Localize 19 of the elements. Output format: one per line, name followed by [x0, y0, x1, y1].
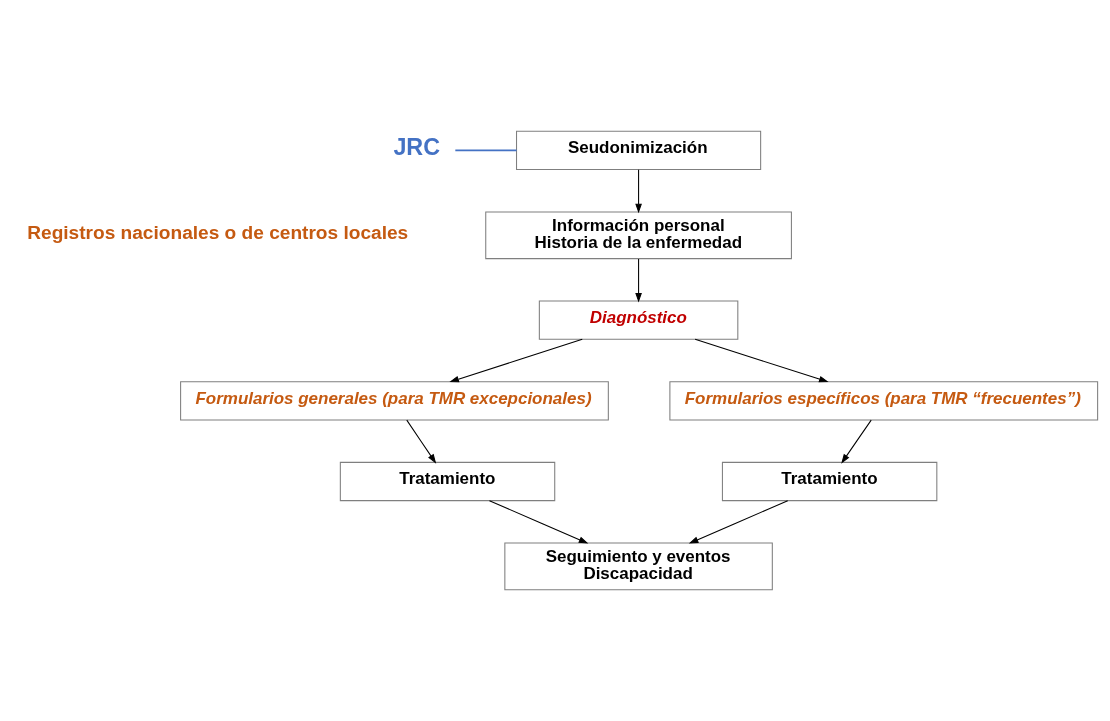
node-box: Formularios generales (para TMR excepcionales) — [180, 381, 609, 421]
node-box: Información personal Historia de la enfermedad — [485, 211, 792, 260]
node-box: Tratamiento — [339, 461, 556, 502]
label: Registros nacionales o de centros locales — [27, 221, 409, 243]
arrow — [406, 419, 437, 464]
node-box: Formularios específicos (para TMR “frecuentes”) — [669, 381, 1099, 421]
arrow — [635, 169, 642, 214]
arrow — [694, 338, 829, 383]
node-box: Diagnóstico — [538, 300, 739, 340]
node-box: Tratamiento — [721, 461, 938, 502]
arrow — [635, 258, 642, 303]
arrow — [488, 500, 589, 544]
arrow — [688, 500, 789, 544]
arrow — [841, 419, 872, 464]
node-box: Seguimiento y eventos Discapacidad — [504, 542, 773, 591]
arrow — [449, 338, 583, 383]
node-box: Seudonimización — [516, 130, 762, 170]
connector — [454, 149, 518, 152]
node-text: JRC — [393, 134, 441, 161]
